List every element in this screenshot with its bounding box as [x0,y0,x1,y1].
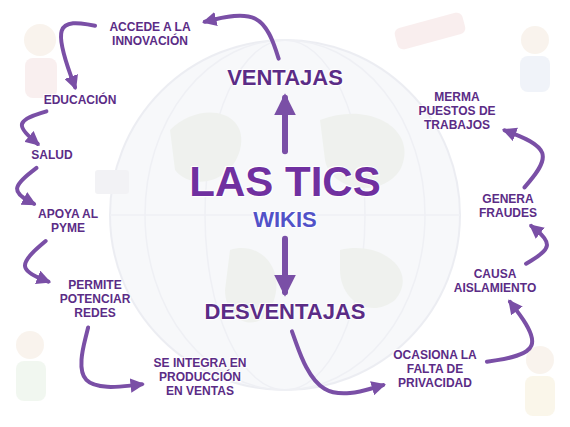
child-figure [16,331,46,401]
curved-arrow [22,111,47,143]
advantage-item: SE INTEGRA EN PRODUCCIÓN EN VENTAS [147,355,253,400]
subtitle: WIKIS [168,207,402,232]
advantage-item: SALUD [20,147,84,165]
curved-arrow [81,328,142,387]
central-title: LAS TICSWIKIS [165,156,405,234]
section-heading: VENTAJAS [210,63,360,92]
disadvantage-item: CAUSA AISLAMIENTO [445,266,545,298]
child-figure [520,26,550,92]
disadvantage-item: GENERA FRAUDES [470,191,546,223]
item-text: OCASIONA LA FALTA DE PRIVACIDAD [391,349,479,390]
disadvantage-item: OCASIONA LA FALTA DE PRIVACIDAD [388,347,482,392]
curved-arrow [205,16,279,59]
child-figure [525,346,555,416]
curved-arrow [282,98,288,152]
curved-arrow [526,226,547,264]
item-text: SE INTEGRA EN PRODUCCIÓN EN VENTAS [150,357,250,398]
curved-arrow [505,130,543,187]
main-title: LAS TICS [168,158,402,206]
item-text: MERMA PUESTOS DE TRABAJOS [417,91,497,132]
item-text: DESVENTAJAS [198,299,372,324]
item-text: ACCEDE A LA INNOVACIÓN [103,21,197,49]
child-figure [24,24,57,98]
section-heading: DESVENTAJAS [195,297,375,326]
curved-arrow [282,239,288,293]
item-text: PERMITE POTENCIAR REDES [56,279,134,320]
computer-icon [95,170,129,194]
item-text: CAUSA AISLAMIENTO [448,268,542,296]
item-text: SALUD [23,149,81,163]
advantage-item: APOYA AL PYME [29,206,107,238]
item-text: GENERA FRAUDES [473,193,543,221]
curved-arrow [292,331,383,393]
curved-arrow [25,241,48,282]
advantage-item: PERMITE POTENCIAR REDES [53,277,137,322]
globe [110,40,460,390]
curved-arrow [17,168,36,204]
item-text: APOYA AL PYME [32,208,104,236]
item-text: VENTAJAS [213,65,357,90]
item-text: EDUCACIÓN [38,94,122,108]
curved-arrow [61,23,95,87]
disadvantage-item: MERMA PUESTOS DE TRABAJOS [414,89,500,134]
pencil-toy [393,11,466,50]
curved-arrow [487,302,532,362]
continent [340,248,403,308]
advantage-item: EDUCACIÓN [35,92,125,110]
advantage-item: ACCEDE A LA INNOVACIÓN [100,19,200,51]
